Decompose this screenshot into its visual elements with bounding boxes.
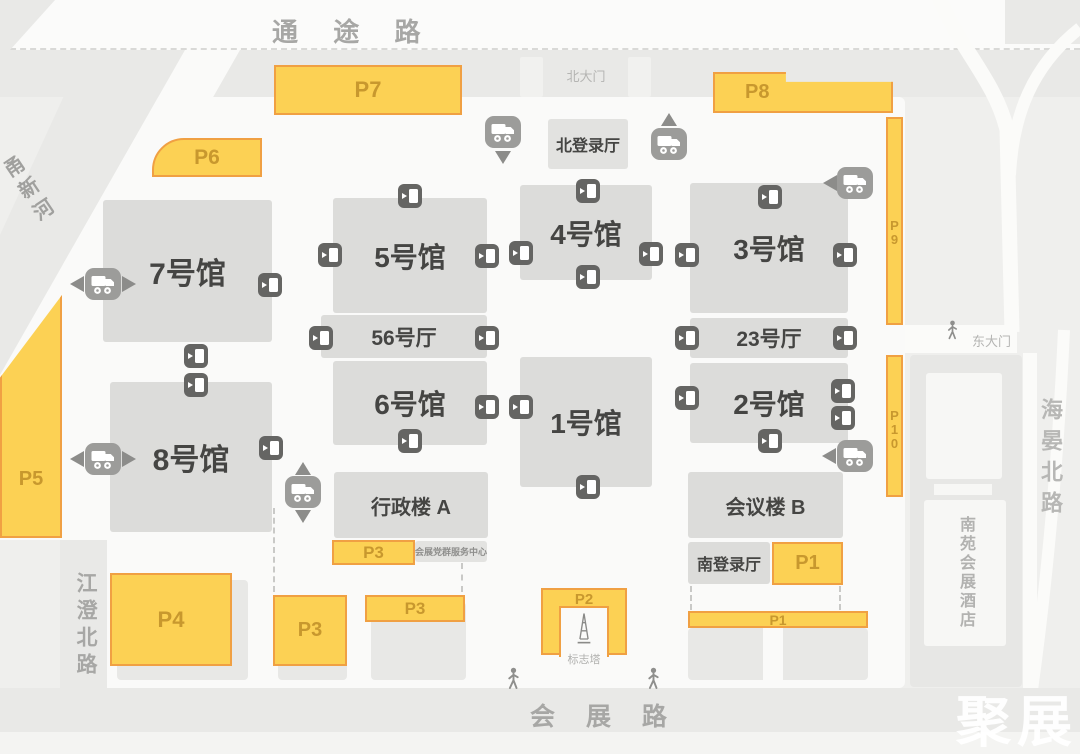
truck-gate-icon — [85, 443, 121, 475]
parking-p9: P9 — [886, 117, 903, 325]
north-registration-hall: 北登录厅 — [548, 119, 628, 169]
hall-23: 23号厅 — [690, 318, 848, 358]
arrow-left-icon — [822, 448, 836, 464]
boundary-dashed-line — [461, 563, 463, 592]
hotel-label: 南苑会展酒店 — [924, 500, 1006, 646]
parking-p6: P6 — [152, 138, 262, 177]
arrow-down-icon — [295, 510, 311, 523]
truck-gate-icon — [85, 268, 121, 300]
hall-7: 7号馆 — [103, 200, 272, 342]
arrow-down-icon — [495, 151, 511, 164]
admin-building: 行政楼 A — [334, 472, 488, 538]
pedestrian-icon — [505, 667, 522, 696]
parking-p3-c: P3 — [365, 595, 465, 622]
watermark: 聚展 — [955, 691, 1078, 753]
landmark-tower-icon — [577, 613, 591, 644]
parking-p1-a: P1 — [772, 542, 843, 585]
entrance-door-icon — [576, 265, 600, 289]
entrance-door-icon — [318, 243, 342, 267]
parking-p2-label: P2 — [574, 591, 594, 608]
pedestrian-icon — [645, 667, 662, 696]
parking-p1-b: P1 — [688, 611, 868, 628]
entrance-door-icon — [309, 326, 333, 350]
arrow-left-icon — [70, 276, 84, 292]
entrance-door-icon — [475, 244, 499, 268]
south-road-pavement — [0, 688, 1080, 732]
pedestrian-icon — [945, 320, 960, 346]
parking-p2: P2 — [541, 588, 627, 657]
entrance-door-icon — [184, 344, 208, 368]
entrance-door-icon — [639, 242, 663, 266]
hall-3: 3号馆 — [690, 183, 848, 313]
parking-pad-gap — [763, 628, 783, 680]
parking-p3-b: P3 — [273, 595, 347, 666]
truck-gate-icon — [651, 128, 687, 160]
conference-building: 会议楼 B — [688, 472, 843, 538]
boundary-dashed-line — [273, 508, 275, 592]
parking-p2-inner — [559, 606, 609, 657]
entrance-door-icon — [675, 326, 699, 350]
boundary-dashed-line — [839, 586, 841, 610]
truck-gate-icon — [837, 167, 873, 199]
entrance-door-icon — [259, 436, 283, 460]
entrance-door-icon — [398, 184, 422, 208]
entrance-door-icon — [675, 386, 699, 410]
arrow-left-icon — [823, 175, 837, 191]
truck-gate-icon — [837, 440, 873, 472]
west-road-pavement — [60, 540, 107, 690]
entrance-door-icon — [576, 475, 600, 499]
entrance-door-icon — [833, 326, 857, 350]
arrow-up-icon — [661, 113, 677, 126]
hotel-building — [926, 373, 1002, 479]
entrance-door-icon — [831, 379, 855, 403]
north-gate-pillar — [520, 57, 543, 97]
arrow-up-icon — [295, 462, 311, 475]
hall-56: 56号厅 — [321, 315, 487, 358]
south-registration-hall: 南登录厅 — [688, 542, 770, 584]
parking-p3-a: P3 — [332, 540, 415, 565]
entrance-door-icon — [758, 429, 782, 453]
entrance-door-icon — [831, 406, 855, 430]
entrance-door-icon — [675, 243, 699, 267]
entrance-door-icon — [576, 179, 600, 203]
parking-p4: P4 — [110, 573, 232, 666]
hall-8: 8号馆 — [110, 382, 272, 532]
gate-east-label: 东大门 — [972, 334, 1012, 349]
parking-p10: P10 — [886, 355, 903, 497]
entrance-door-icon — [398, 429, 422, 453]
entrance-door-icon — [509, 241, 533, 265]
entrance-door-icon — [758, 185, 782, 209]
hall-5: 5号馆 — [333, 198, 487, 313]
arrow-right-icon — [122, 276, 136, 292]
hotel-building — [934, 484, 992, 495]
truck-gate-icon — [485, 116, 521, 148]
entrance-door-icon — [258, 273, 282, 297]
road-haiyan-label: 海晏北路 — [1038, 398, 1063, 522]
boundary-dashed-line — [690, 586, 692, 610]
parking-p7: P7 — [274, 65, 462, 115]
gate-north-label: 北大门 — [566, 69, 606, 84]
arrow-right-icon — [122, 451, 136, 467]
road-tongtu-label: 通 途 路 — [272, 17, 435, 47]
entrance-door-icon — [475, 395, 499, 419]
landmark-tower-label: 标志塔 — [567, 654, 601, 666]
north-road — [0, 0, 1080, 50]
entrance-door-icon — [833, 243, 857, 267]
entrance-door-icon — [509, 395, 533, 419]
road-jiangcheng-label: 江澄北路 — [74, 572, 97, 680]
hall-1: 1号馆 — [520, 357, 652, 487]
arrow-left-icon — [70, 451, 84, 467]
north-gate-pillar — [628, 57, 651, 97]
road-huizhan-label: 会 展 路 — [530, 703, 679, 731]
entrance-door-icon — [184, 373, 208, 397]
party-service-center: 会展党群服务中心 — [415, 541, 487, 562]
truck-gate-icon — [285, 476, 321, 508]
entrance-door-icon — [475, 326, 499, 350]
south-road-strip — [0, 732, 1080, 754]
